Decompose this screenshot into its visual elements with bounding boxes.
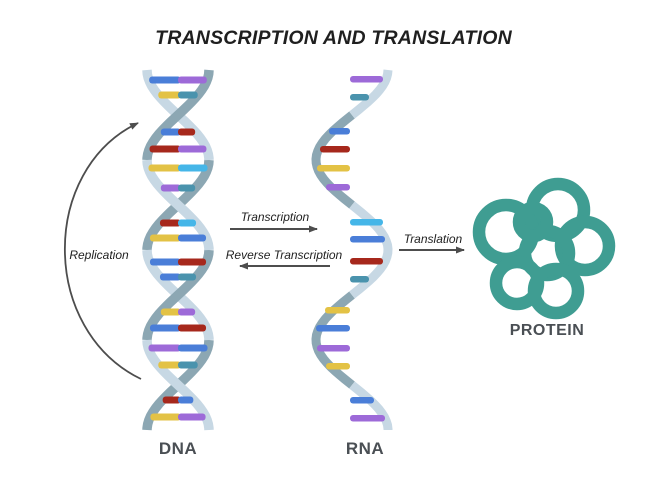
dna-rung <box>178 91 198 99</box>
replication-arrow <box>63 122 142 380</box>
dna-rung <box>178 361 198 369</box>
rna-bar <box>350 219 383 226</box>
translation-label: Translation <box>403 232 463 246</box>
dna-rung <box>178 234 207 242</box>
dna-rung <box>158 91 181 99</box>
rna-bar <box>320 146 350 153</box>
protein-loop <box>512 201 554 243</box>
dna-helix <box>142 69 214 431</box>
dna-rung <box>149 234 181 242</box>
dna-rung <box>148 164 181 172</box>
rna-ribbon-segment <box>349 69 393 119</box>
rna-bar <box>317 345 350 352</box>
transcription-label: Transcription <box>240 210 310 224</box>
dna-rung <box>149 324 181 332</box>
dna-rung <box>178 164 208 172</box>
dna-rung <box>149 145 181 153</box>
reverse-transcription-label: Reverse Transcription <box>225 248 343 262</box>
replication-label: Replication <box>69 248 129 262</box>
rna-bar <box>326 363 350 370</box>
dna-rung <box>178 413 206 421</box>
dna-rung <box>158 361 181 369</box>
dna-rung <box>178 145 207 153</box>
dna-rung <box>149 258 181 266</box>
page-title: TRANSCRIPTION AND TRANSLATION <box>155 27 512 49</box>
protein-blob <box>472 177 616 320</box>
rna-bar <box>350 258 383 265</box>
rna-bar <box>326 184 350 191</box>
dna-label: DNA <box>158 439 198 458</box>
rna-bar <box>350 94 369 101</box>
dna-rung <box>178 128 196 136</box>
dna-rung <box>159 273 181 281</box>
dna-rung <box>178 396 194 404</box>
dna-rung <box>162 396 181 404</box>
protein-label: PROTEIN <box>509 322 585 339</box>
rna-strand <box>311 69 393 430</box>
rna-label: RNA <box>345 439 385 458</box>
dna-rung <box>149 76 181 84</box>
dna-rung <box>150 413 181 421</box>
dna-ribbon-segment <box>142 339 214 431</box>
dna-rung <box>178 184 196 192</box>
dna-rung <box>148 344 181 352</box>
rna-ribbon-segment <box>349 381 393 430</box>
rna-bar <box>317 165 350 172</box>
rna-bar <box>329 128 350 135</box>
protein-loop <box>527 262 585 320</box>
protein-loop <box>554 215 616 277</box>
rna-bar <box>350 415 385 422</box>
dna-rung <box>178 258 207 266</box>
rna-bar <box>350 276 369 283</box>
dna-rung <box>160 184 181 192</box>
rna-bar <box>350 397 374 404</box>
dna-rung <box>178 273 197 281</box>
rna-bar <box>350 76 383 83</box>
dna-rung <box>178 324 207 332</box>
rna-bar <box>325 307 350 314</box>
dna-rung <box>160 128 181 136</box>
dna-rung <box>178 308 196 316</box>
dna-rung <box>159 219 181 227</box>
dna-rung <box>178 76 207 84</box>
rna-bar <box>350 236 385 243</box>
dna-rung <box>178 219 197 227</box>
rna-bar <box>316 325 350 332</box>
dna-rung <box>160 308 181 316</box>
dna-rung <box>178 344 208 352</box>
